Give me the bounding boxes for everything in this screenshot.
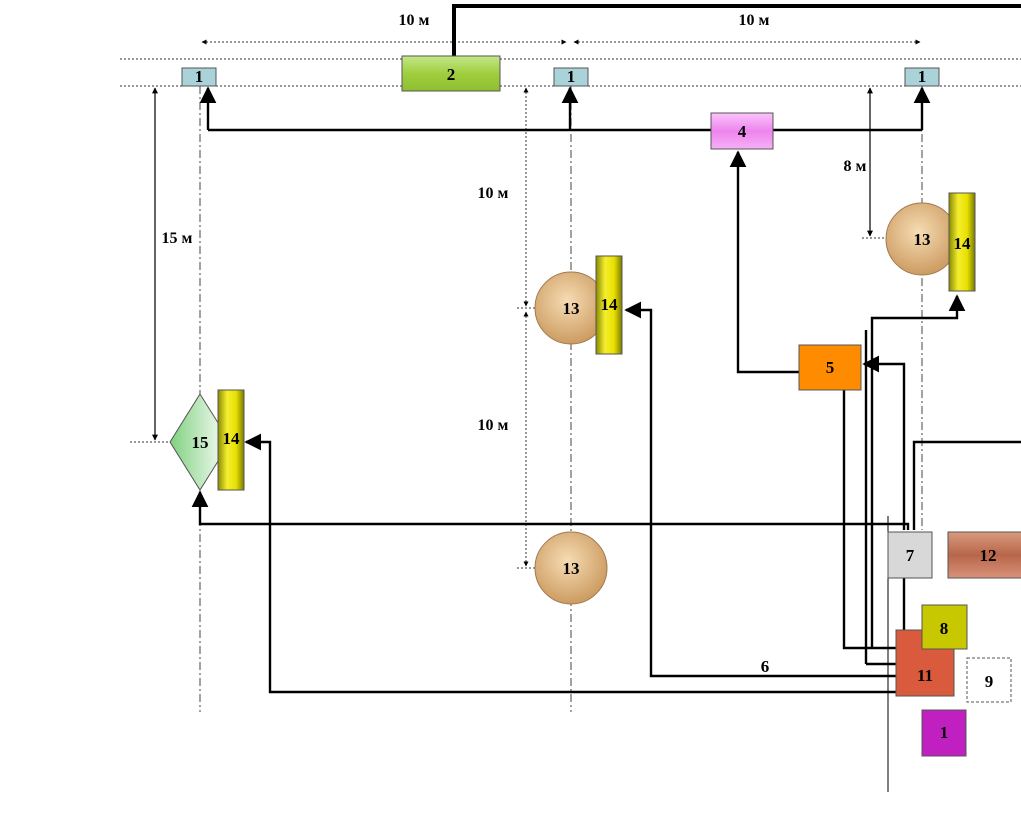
unit-4: 4 <box>710 112 774 150</box>
dimension-top-left: 10 м <box>399 12 430 29</box>
line-6-label: 6 <box>761 657 770 676</box>
reference-lines <box>120 58 1021 792</box>
svg-text:1: 1 <box>567 67 576 86</box>
svg-text:12: 12 <box>980 546 997 565</box>
connection-lines <box>191 4 1021 694</box>
dimension-top-right: 10 м <box>739 12 770 29</box>
svg-text:13: 13 <box>563 559 580 578</box>
svg-text:5: 5 <box>826 358 835 377</box>
dimension-lines <box>152 39 921 567</box>
unit-5: 5 <box>798 344 862 391</box>
column-14-center: 14 <box>595 255 623 355</box>
svg-text:11: 11 <box>917 666 933 685</box>
unit-7: 7 <box>887 531 933 579</box>
unit-8: 8 <box>921 604 968 650</box>
svg-text:2: 2 <box>447 65 456 84</box>
dimension-right-vertical: 8 м <box>844 158 867 175</box>
svg-text:15: 15 <box>192 433 209 452</box>
dimension-center-lower: 10 м <box>478 417 509 434</box>
svg-text:14: 14 <box>954 234 972 253</box>
tank-13-bottom: 13 <box>534 531 608 605</box>
svg-text:8: 8 <box>940 619 949 638</box>
column-14-right: 14 <box>948 192 976 292</box>
svg-text:1: 1 <box>195 67 204 86</box>
unit-12: 12 <box>947 531 1021 579</box>
svg-text:13: 13 <box>563 299 580 318</box>
bottom-unit-1: 1 <box>921 709 967 757</box>
diamond-15: 15 <box>169 393 231 491</box>
svg-text:9: 9 <box>985 672 994 691</box>
dimension-left-vertical: 15 м <box>162 230 193 247</box>
svg-text:1: 1 <box>940 723 949 742</box>
dimension-center-upper: 10 м <box>478 185 509 202</box>
column-14-left: 14 <box>217 389 245 491</box>
svg-text:14: 14 <box>601 295 619 314</box>
tank-13-right: 13 <box>885 202 959 276</box>
tank-13-center: 13 <box>534 271 608 345</box>
controller-2: 2 <box>401 55 501 92</box>
sensor-1-right: 1 <box>904 67 940 87</box>
svg-text:13: 13 <box>914 230 931 249</box>
sensor-1-left: 1 <box>181 67 217 87</box>
sensor-1-center: 1 <box>553 67 589 87</box>
svg-text:7: 7 <box>906 546 915 565</box>
svg-text:4: 4 <box>738 122 747 141</box>
svg-text:1: 1 <box>918 67 927 86</box>
unit-9: 9 <box>966 657 1012 703</box>
svg-text:14: 14 <box>223 429 241 448</box>
